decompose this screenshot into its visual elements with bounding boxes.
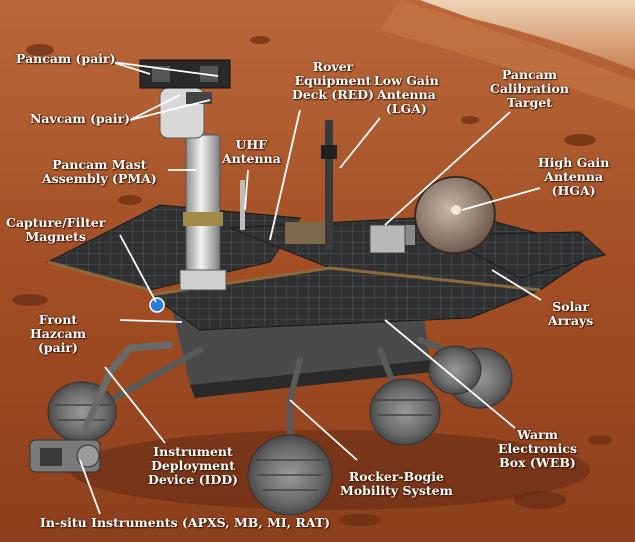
leader-lines [79,61,542,515]
sky [420,0,635,70]
pancam-mast [139,59,231,291]
wheels [47,345,513,516]
horizon-dune [380,0,635,110]
rocks [12,36,612,526]
insitu-turret [29,439,101,473]
label-navcam: Navcam (pair) [30,111,131,126]
label-pancam: Pancam (pair) [16,51,116,66]
rover-body [29,59,607,516]
label-insitu-instruments: In-situ Instruments (APXS, MB, MI, RAT) [40,515,331,530]
